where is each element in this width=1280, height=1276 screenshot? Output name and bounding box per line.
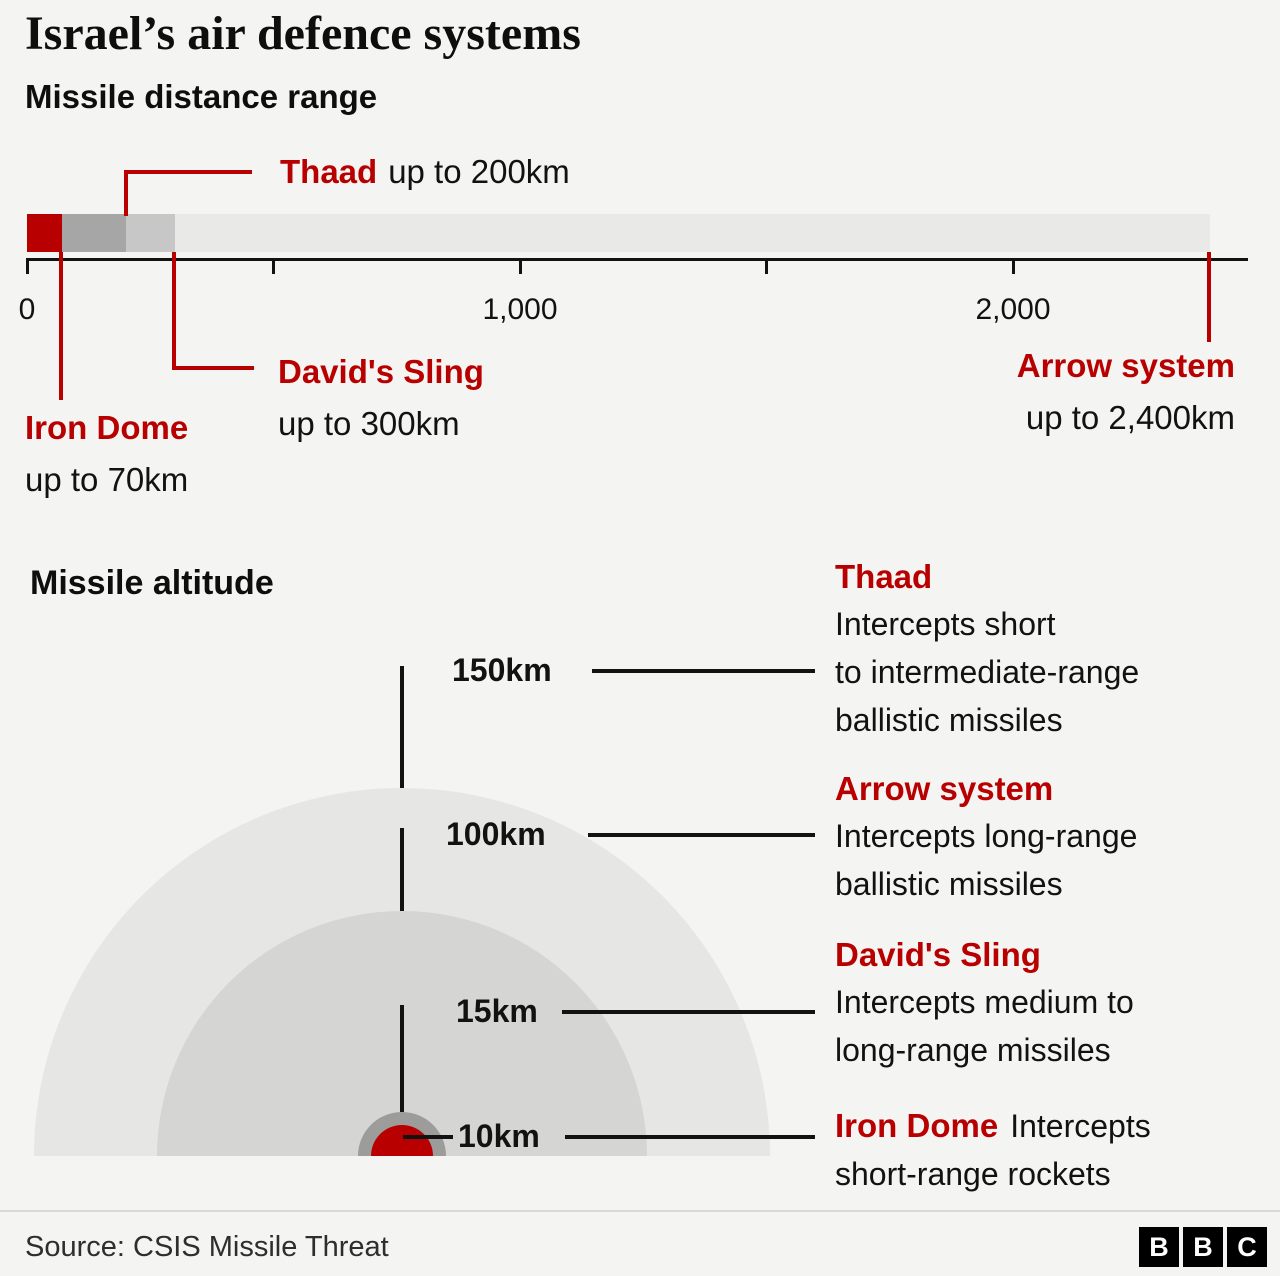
bbc-logo-letter: C bbox=[1237, 1231, 1257, 1262]
arrow-system-altitude-info: Arrow system Intercepts long-range balli… bbox=[835, 766, 1275, 908]
arrow-desc-line-1: Intercepts long-range bbox=[835, 818, 1138, 854]
thaad-callout-line-horizontal bbox=[124, 170, 252, 174]
davids-sling-desc-line-1: Intercepts medium to bbox=[835, 984, 1134, 1020]
arrow-system-distance-callout: Arrow system up to 2,400km bbox=[1017, 340, 1235, 444]
iron-dome-range-segment bbox=[27, 214, 62, 252]
altitude-150-line-vertical bbox=[400, 666, 404, 788]
altitude-15-line-vertical bbox=[400, 1005, 404, 1112]
iron-dome-info-name: Iron Dome bbox=[835, 1107, 999, 1144]
bbc-logo: B B C bbox=[1139, 1227, 1267, 1267]
axis-tick-2000 bbox=[1012, 258, 1015, 274]
bbc-logo-block-b2: B bbox=[1183, 1227, 1223, 1267]
page-title: Israel’s air defence systems bbox=[25, 7, 581, 60]
altitude-10-label: 10km bbox=[458, 1118, 540, 1154]
iron-dome-distance-callout: Iron Dome up to 70km bbox=[25, 402, 188, 506]
thaad-desc-line-1: Intercepts short bbox=[835, 606, 1056, 642]
iron-dome-callout-line bbox=[59, 252, 63, 400]
thaad-info-name: Thaad bbox=[835, 558, 933, 595]
arrow-desc-line-2: ballistic missiles bbox=[835, 866, 1063, 902]
altitude-150-connector bbox=[592, 669, 815, 673]
thaad-range-label: up to 200km bbox=[388, 153, 570, 190]
davids-sling-info-description: Intercepts medium to long-range missiles bbox=[835, 978, 1275, 1074]
thaad-name-label: Thaad bbox=[280, 153, 378, 190]
arrow-system-range-bar bbox=[27, 214, 1210, 252]
bbc-logo-block-c: C bbox=[1227, 1227, 1267, 1267]
davids-sling-name-label: David's Sling bbox=[278, 353, 484, 390]
thaad-distance-callout: Thaad up to 200km bbox=[280, 146, 570, 198]
arrow-system-range-label: up to 2,400km bbox=[1025, 399, 1235, 436]
bbc-logo-letter: B bbox=[1149, 1231, 1169, 1262]
bbc-logo-block-b1: B bbox=[1139, 1227, 1179, 1267]
axis-tick-1000 bbox=[519, 258, 522, 274]
thaad-info-description: Intercepts short to intermediate-range b… bbox=[835, 600, 1275, 744]
altitude-10-line-left bbox=[403, 1135, 453, 1139]
altitude-10-connector bbox=[565, 1135, 815, 1139]
iron-dome-range-label: up to 70km bbox=[25, 461, 189, 498]
thaad-callout-line-vertical bbox=[124, 170, 128, 216]
thaad-desc-line-2: to intermediate-range bbox=[835, 654, 1140, 690]
source-text: Source: CSIS Missile Threat bbox=[25, 1231, 389, 1263]
davids-sling-range-segment bbox=[126, 214, 175, 252]
davids-sling-callout-line-vertical bbox=[172, 252, 176, 370]
davids-sling-callout-line-horizontal bbox=[172, 366, 254, 370]
davids-sling-info-name: David's Sling bbox=[835, 936, 1041, 973]
davids-sling-desc-line-2: long-range missiles bbox=[835, 1032, 1111, 1068]
davids-sling-altitude-info: David's Sling Intercepts medium to long-… bbox=[835, 932, 1275, 1074]
arrow-system-info-description: Intercepts long-range ballistic missiles bbox=[835, 812, 1275, 908]
axis-tick-500 bbox=[272, 258, 275, 274]
thaad-altitude-info: Thaad Intercepts short to intermediate-r… bbox=[835, 554, 1275, 744]
altitude-150-label: 150km bbox=[452, 652, 552, 688]
altitude-15-connector bbox=[562, 1010, 815, 1014]
altitude-heading: Missile altitude bbox=[30, 564, 274, 602]
axis-label-1000: 1,000 bbox=[482, 293, 558, 326]
footer-divider bbox=[0, 1210, 1280, 1212]
axis-tick-0 bbox=[26, 258, 29, 274]
axis-tick-1500 bbox=[765, 258, 768, 274]
axis-label-2000: 2,000 bbox=[975, 293, 1051, 326]
altitude-100-label: 100km bbox=[446, 816, 546, 852]
thaad-range-segment bbox=[62, 214, 126, 252]
davids-sling-distance-callout: David's Sling up to 300km bbox=[278, 346, 484, 450]
altitude-15-label: 15km bbox=[456, 993, 538, 1029]
altitude-100-line-vertical bbox=[400, 828, 404, 911]
bbc-logo-letter: B bbox=[1193, 1231, 1213, 1262]
distance-chart-subtitle: Missile distance range bbox=[25, 78, 378, 115]
arrow-system-name-label: Arrow system bbox=[1016, 347, 1235, 384]
arrow-system-callout-line bbox=[1207, 252, 1211, 342]
arrow-system-info-name: Arrow system bbox=[835, 770, 1054, 807]
iron-dome-name-label: Iron Dome bbox=[25, 409, 189, 446]
axis-label-0: 0 bbox=[18, 293, 36, 326]
altitude-100-connector bbox=[588, 833, 815, 837]
davids-sling-range-label: up to 300km bbox=[278, 405, 460, 442]
distance-axis-line bbox=[27, 258, 1248, 261]
iron-dome-desc-line-2: short-range rockets bbox=[835, 1156, 1111, 1192]
thaad-desc-line-3: ballistic missiles bbox=[835, 702, 1063, 738]
